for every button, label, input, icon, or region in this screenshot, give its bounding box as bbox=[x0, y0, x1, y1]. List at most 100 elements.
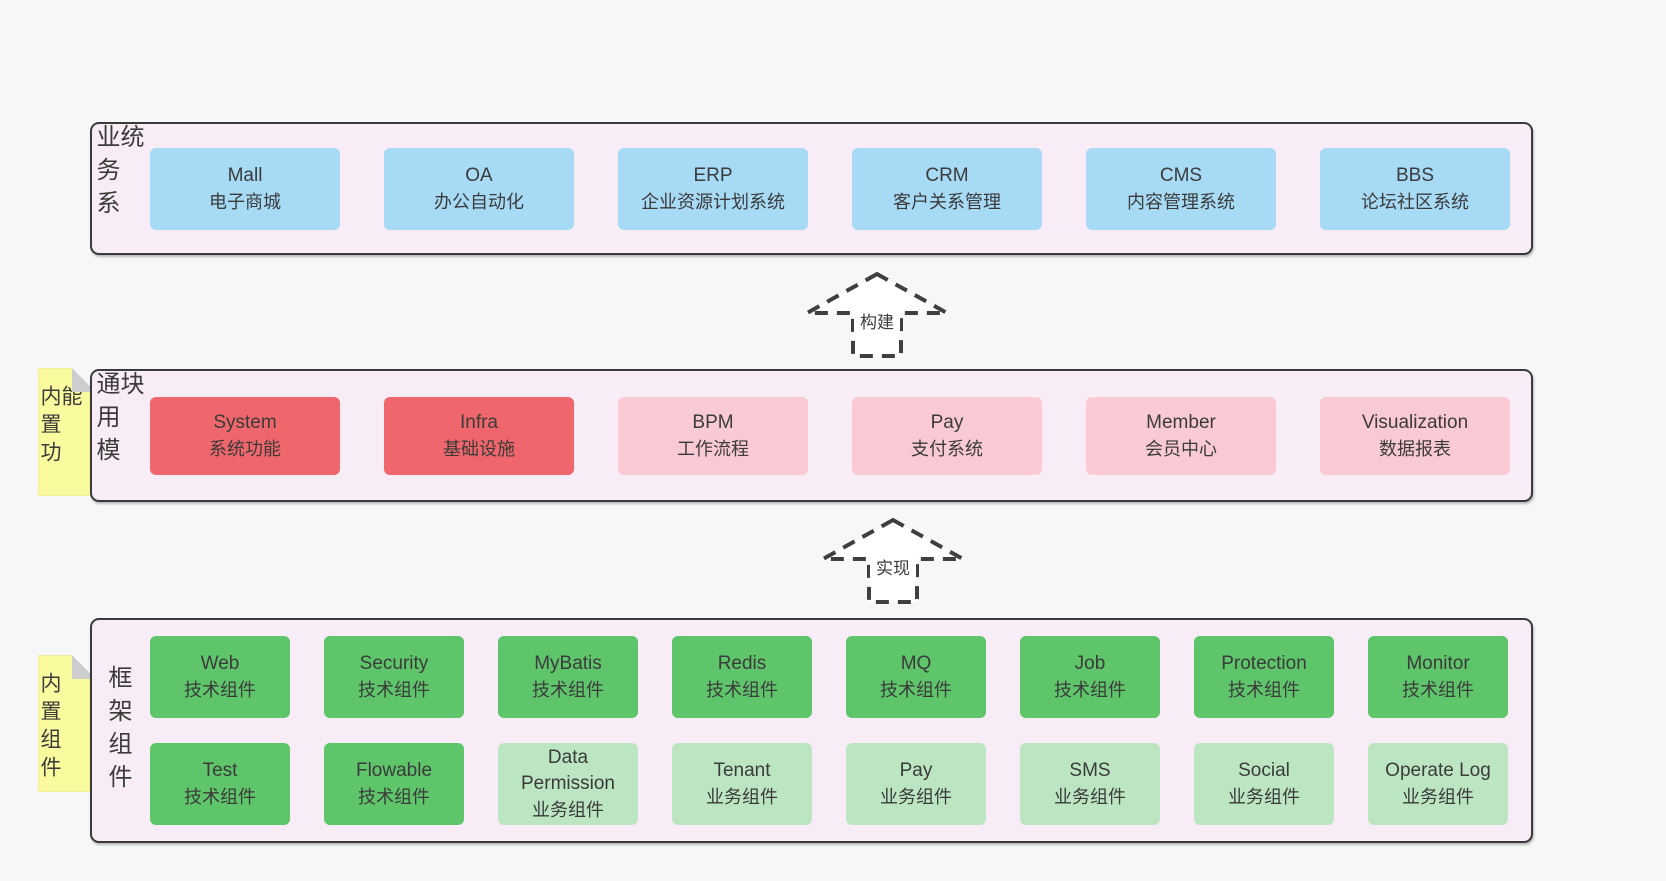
box-title: Monitor bbox=[1406, 653, 1470, 674]
box-title: CMS bbox=[1159, 164, 1203, 186]
box-subtitle: 技术组件 bbox=[358, 787, 430, 807]
sticky-note-built-in-features: 内置功能 bbox=[38, 368, 96, 496]
box-title: ERP bbox=[693, 164, 733, 186]
box-subtitle: 技术组件 bbox=[1228, 680, 1300, 700]
box-subtitle: 内容管理系统 bbox=[1127, 191, 1235, 212]
box-sms: SMS 业务组件 bbox=[1020, 743, 1160, 825]
box-title: Infra bbox=[459, 411, 499, 433]
box-subtitle: 工作流程 bbox=[677, 438, 749, 459]
box-title: Mall bbox=[227, 164, 263, 186]
box-subtitle: 技术组件 bbox=[1402, 680, 1474, 700]
box-flowable: Flowable 技术组件 bbox=[324, 743, 464, 825]
box-cms: CMS 内容管理系统 bbox=[1086, 147, 1276, 230]
box-subtitle: 技术组件 bbox=[358, 680, 430, 700]
box-monitor: Monitor 技术组件 bbox=[1368, 636, 1508, 718]
box-title: Flowable bbox=[355, 760, 433, 781]
box-subtitle: 办公自动化 bbox=[434, 191, 524, 212]
box-title: Redis bbox=[717, 653, 767, 674]
box-title: Job bbox=[1074, 653, 1106, 674]
band-label: 通用模块 bbox=[92, 371, 143, 470]
box-subtitle: 技术组件 bbox=[1054, 680, 1126, 700]
box-rows: Mall 电子商城 OA 办公自动化 ERP 企业资源计划系统 CRM 客户关系管理 CMS 内容… bbox=[150, 124, 1517, 253]
box-test: Test 技术组件 bbox=[150, 743, 290, 825]
box-title: Data Permission bbox=[521, 747, 615, 794]
band-label: 框架组件 bbox=[104, 664, 131, 797]
box-title: Pay bbox=[930, 411, 964, 433]
build-arrow-icon: 构建 bbox=[799, 271, 955, 358]
box-subtitle: 业务组件 bbox=[880, 787, 952, 807]
box-tenant: Tenant 业务组件 bbox=[672, 743, 812, 825]
box-title: Tenant bbox=[713, 760, 771, 781]
box-system: System 系统功能 bbox=[150, 396, 340, 475]
box-subtitle: 业务组件 bbox=[1054, 787, 1126, 807]
box-subtitle: 业务组件 bbox=[1228, 787, 1300, 807]
sticky-note-label: 内置组件 bbox=[38, 672, 61, 784]
box-infra: Infra 基础设施 bbox=[384, 396, 574, 475]
box-title: Test bbox=[202, 760, 238, 781]
box-title: MyBatis bbox=[534, 653, 602, 674]
box-pay: Pay 支付系统 bbox=[852, 396, 1042, 475]
box-subtitle: 客户关系管理 bbox=[893, 191, 1001, 212]
box-subtitle: 基础设施 bbox=[443, 438, 515, 459]
box-title: MQ bbox=[900, 653, 932, 674]
box-subtitle: 业务组件 bbox=[706, 787, 778, 807]
box-title: Visualization bbox=[1361, 411, 1469, 433]
box-job: Job 技术组件 bbox=[1020, 636, 1160, 718]
box-subtitle: 支付系统 bbox=[911, 438, 983, 459]
box-title: OA bbox=[465, 164, 493, 186]
box-bbs: BBS 论坛社区系统 bbox=[1320, 147, 1510, 230]
box-oa: OA 办公自动化 bbox=[384, 147, 574, 230]
box-row: Mall 电子商城 OA 办公自动化 ERP 企业资源计划系统 CRM 客户关系管理 CMS 内容… bbox=[150, 147, 1517, 230]
arrow-label: 实现 bbox=[876, 559, 910, 578]
box-title: Operate Log bbox=[1385, 760, 1491, 781]
box-mall: Mall 电子商城 bbox=[150, 147, 340, 230]
box-title: Security bbox=[359, 653, 429, 674]
box-subtitle: 技术组件 bbox=[706, 680, 778, 700]
band-business-systems: 业务系统 Mall 电子商城 OA 办公自动化 ERP 企业资源计划系统 CRM 客户关系管理… bbox=[90, 122, 1533, 255]
band-common-modules: 通用模块 System 系统功能 Infra 基础设施 BPM 工作流程 Pay 支付系统 Me… bbox=[90, 369, 1533, 502]
box-subtitle: 技术组件 bbox=[532, 680, 604, 700]
box-mq: MQ 技术组件 bbox=[846, 636, 986, 718]
band-label: 业务系统 bbox=[92, 124, 143, 223]
box-security: Security 技术组件 bbox=[324, 636, 464, 718]
box-bpm: BPM 工作流程 bbox=[618, 396, 808, 475]
sticky-note-label: 内置功能 bbox=[38, 385, 82, 469]
box-subtitle: 论坛社区系统 bbox=[1361, 191, 1469, 212]
box-title: BBS bbox=[1395, 164, 1435, 186]
box-subtitle: 会员中心 bbox=[1145, 438, 1217, 459]
box-subtitle: 技术组件 bbox=[880, 680, 952, 700]
sticky-note-built-in-components: 内置组件 bbox=[38, 655, 96, 792]
box-title: Protection bbox=[1221, 653, 1307, 674]
box-title: Pay bbox=[899, 760, 933, 781]
box-subtitle: 电子商城 bbox=[209, 191, 281, 212]
box-subtitle: 技术组件 bbox=[184, 787, 256, 807]
box-pay: Pay 业务组件 bbox=[846, 743, 986, 825]
box-operate-log: Operate Log 业务组件 bbox=[1368, 743, 1508, 825]
box-subtitle: 业务组件 bbox=[1402, 787, 1474, 807]
box-title: Web bbox=[200, 653, 240, 674]
box-subtitle: 业务组件 bbox=[532, 800, 604, 820]
box-crm: CRM 客户关系管理 bbox=[852, 147, 1042, 230]
box-protection: Protection 技术组件 bbox=[1194, 636, 1334, 718]
box-data-permission: Data Permission 业务组件 bbox=[498, 743, 638, 825]
box-erp: ERP 企业资源计划系统 bbox=[618, 147, 808, 230]
box-title: CRM bbox=[925, 164, 969, 186]
box-subtitle: 系统功能 bbox=[209, 438, 281, 459]
box-redis: Redis 技术组件 bbox=[672, 636, 812, 718]
arrow-label: 构建 bbox=[860, 313, 894, 332]
box-title: BPM bbox=[692, 411, 734, 433]
box-title: SMS bbox=[1069, 760, 1111, 781]
box-subtitle: 企业资源计划系统 bbox=[641, 191, 785, 212]
box-mybatis: MyBatis 技术组件 bbox=[498, 636, 638, 718]
box-title: System bbox=[213, 411, 277, 433]
